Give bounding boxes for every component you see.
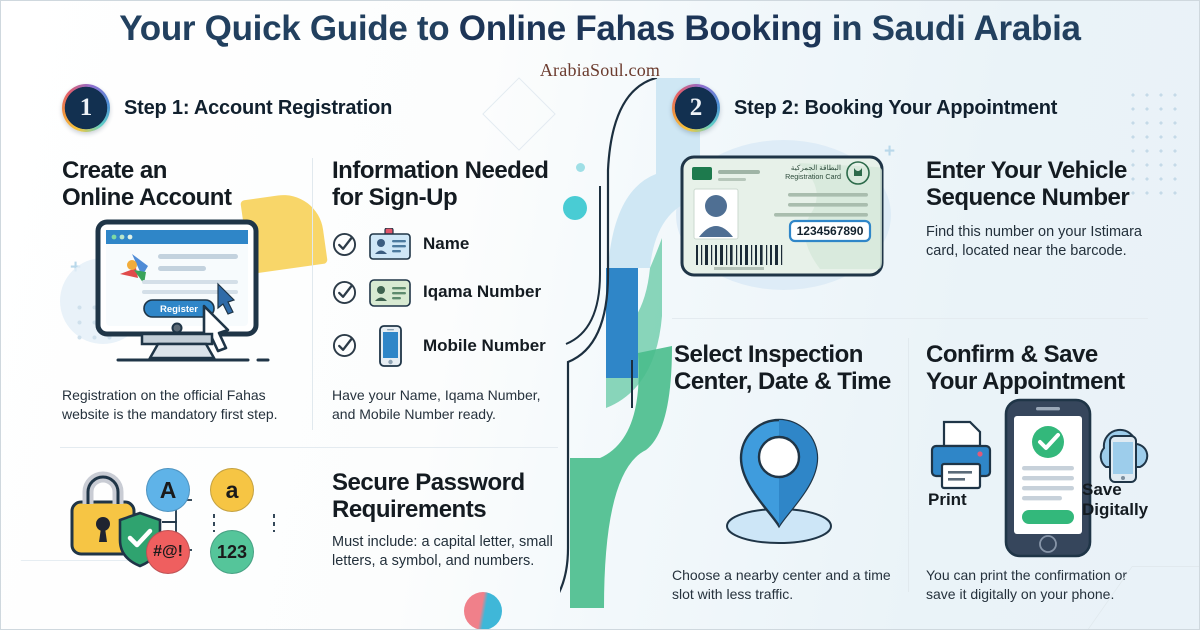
page-title: Your Quick Guide to Online Fahas Booking…: [0, 9, 1200, 49]
info-item-label: Iqama Number: [423, 282, 542, 302]
password-token-lowercase: a: [210, 468, 254, 512]
section-divider: [672, 318, 1148, 319]
check-circle-icon: [332, 232, 357, 256]
info-item-label: Name: [423, 234, 470, 254]
card-title-english: Registration Card: [785, 172, 841, 181]
save-digitally-label: Save Digitally: [1082, 480, 1149, 519]
select-center-caption: Choose a nearby center and a time slot w…: [672, 567, 891, 602]
info-item-label: Mobile Number: [423, 335, 546, 355]
section-divider: [60, 447, 558, 448]
create-account-heading: Create an Online Account: [62, 157, 232, 211]
desktop-registration-illustration: Register: [95, 219, 270, 362]
column-divider: [312, 158, 313, 430]
istimara-card-illustration: البطاقة الجمركية Registration Card 12345…: [680, 155, 884, 277]
map-pin-illustration: [726, 418, 832, 544]
select-center-heading: Select Inspection Center, Date & Time: [674, 341, 891, 395]
check-circle-icon: [332, 280, 357, 304]
step-title-1: Step 1: Account Registration: [124, 96, 393, 119]
password-token-numbers: 123: [210, 530, 254, 574]
column-divider: [908, 338, 909, 592]
confirm-save-caption: You can print the confirmation or save i…: [926, 567, 1128, 602]
step-badge-2: 2: [672, 84, 720, 132]
secure-password-caption: Must include: a capital letter, small le…: [332, 533, 553, 570]
center-flow-ribbon: [560, 78, 700, 608]
gradient-dot-decoration: [464, 592, 502, 630]
title-lead: Your Quick Guide to: [119, 9, 459, 48]
card-title-arabic: البطاقة الجمركية: [791, 163, 841, 172]
confirm-save-heading: Confirm & Save Your Appointment: [926, 341, 1125, 395]
info-needed-section: Information Needed for Sign-Up Name: [332, 157, 572, 368]
title-highlight: Online Fahas Booking: [458, 9, 823, 48]
check-circle-icon: [332, 334, 357, 358]
secure-password-section: Secure Password Requirements Must includ…: [332, 469, 556, 572]
sequence-number-caption: Find this number on your Istimara card, …: [926, 223, 1142, 260]
register-button-label: Register: [160, 304, 198, 315]
password-token-capital: A: [146, 468, 190, 512]
sequence-number-value: 1234567890: [797, 224, 864, 238]
create-account-caption: Registration on the official Fahas websi…: [62, 387, 278, 422]
print-label: Print: [928, 490, 967, 509]
info-item-mobile: Mobile Number: [332, 324, 572, 368]
step-header-2: 2 Step 2: Booking Your Appointment: [672, 84, 1057, 132]
select-center-section: Select Inspection Center, Date & Time: [674, 341, 906, 396]
info-item-iqama: Iqama Number: [332, 276, 572, 309]
info-needed-caption: Have your Name, Iqama Number, and Mobile…: [332, 387, 541, 422]
diamond-outline-decoration: [482, 77, 556, 151]
secure-password-heading: Secure Password Requirements: [332, 469, 525, 523]
step-header-1: 1 Step 1: Account Registration: [62, 84, 392, 132]
confirm-save-section: Confirm & Save Your Appointment: [926, 341, 1164, 396]
create-account-section: Create an Online Account: [62, 157, 302, 212]
step-badge-1: 1: [62, 84, 110, 132]
confirm-save-illustration: [930, 398, 1149, 558]
sequence-number-heading: Enter Your Vehicle Sequence Number: [926, 157, 1130, 211]
id-card-icon: [369, 278, 411, 307]
password-token-symbol: #@!: [146, 530, 190, 574]
id-badge-icon: [369, 227, 411, 260]
step-title-2: Step 2: Booking Your Appointment: [734, 96, 1058, 119]
title-tail: in Saudi Arabia: [822, 9, 1081, 48]
watermark-text: ArabiaSoul.com: [539, 60, 661, 80]
sequence-number-section: Enter Your Vehicle Sequence Number Find …: [926, 157, 1148, 262]
info-item-name: Name: [332, 227, 572, 261]
mobile-phone-icon: [379, 324, 402, 367]
info-needed-heading: Information Needed for Sign-Up: [332, 157, 549, 211]
